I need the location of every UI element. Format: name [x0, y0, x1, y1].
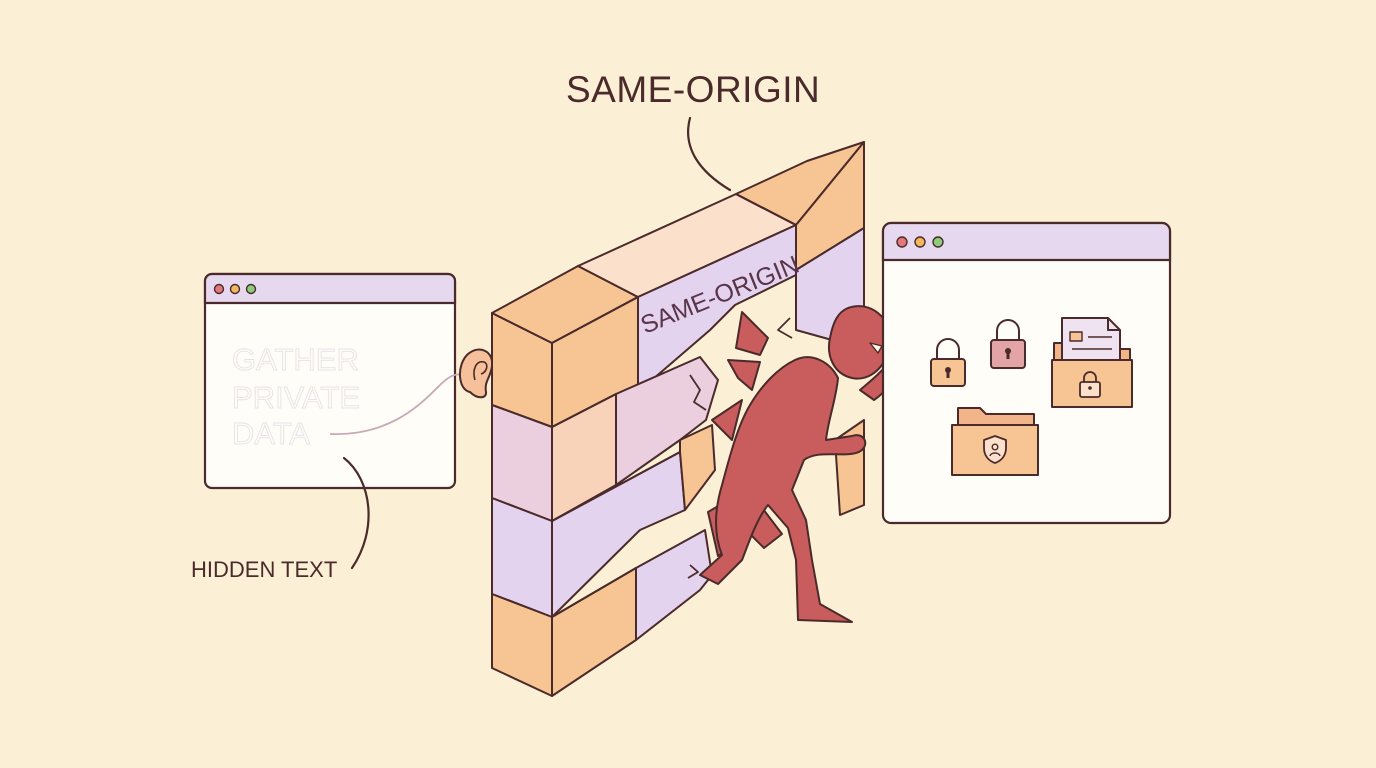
title-label: SAME-ORIGIN: [566, 69, 820, 110]
window-dot-red: [896, 236, 908, 248]
padlock-icon: [930, 338, 966, 387]
hidden-text-connector: [342, 456, 370, 570]
hidden-text-line-2: PRIVATE: [232, 380, 360, 415]
folder-shield-icon: [951, 407, 1039, 476]
hidden-text-line-1: GATHER: [232, 342, 359, 377]
window-dot-yellow: [229, 283, 241, 295]
window-dot-red: [213, 283, 225, 295]
window-dot-green: [932, 236, 944, 248]
whisper-line: [329, 373, 469, 435]
right-browser-window: [881, 221, 1172, 525]
attacker-figure-icon: [699, 305, 899, 623]
padlock-icon: [990, 319, 1026, 369]
title-connector: [687, 116, 732, 192]
folder-lock-document-icon: [1051, 317, 1133, 408]
hidden-text-label: HIDDEN TEXT: [191, 557, 337, 582]
left-browser-window: GATHER PRIVATE DATA: [203, 272, 457, 490]
hidden-text-line-3: DATA: [232, 416, 310, 451]
brick-wall: [491, 141, 865, 697]
window-dot-yellow: [914, 236, 926, 248]
window-dot-green: [245, 283, 257, 295]
ear-icon: [459, 348, 494, 399]
